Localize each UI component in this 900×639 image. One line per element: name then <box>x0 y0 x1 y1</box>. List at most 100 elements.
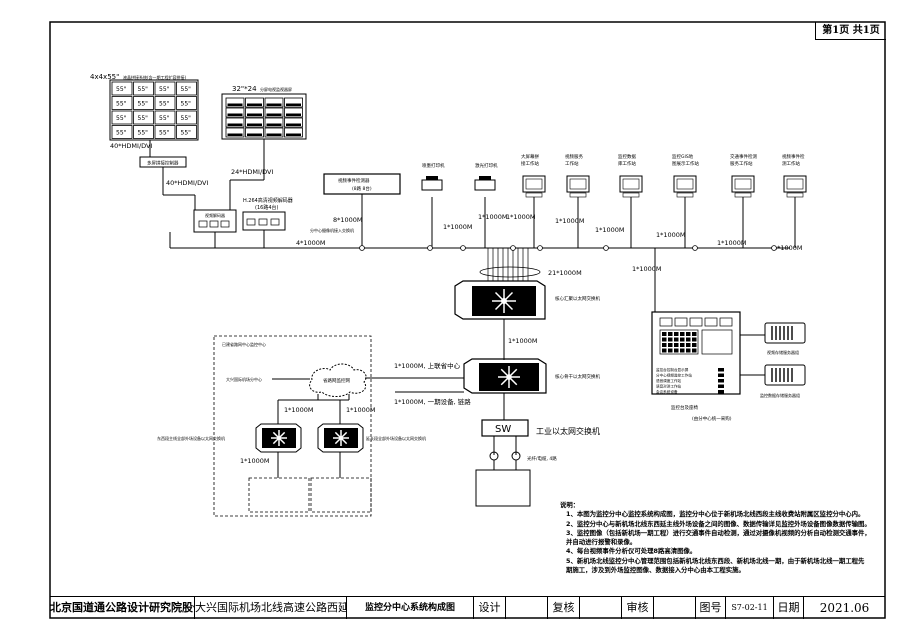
field-device-box <box>475 469 531 507</box>
console-key <box>659 317 673 327</box>
device-label: 喷墨打印机 <box>422 162 445 169</box>
wall-cell <box>133 81 154 96</box>
lcd-wall: 32"*24 分屏电视监视器屏 <box>221 85 307 140</box>
event-detector-sub: (8路 8台) <box>352 185 372 192</box>
wall-cell-label: 55" <box>138 86 149 93</box>
center-switch-label: 核心汇聚以太网交换机 <box>555 295 600 302</box>
video-wall-title: 液晶拼接系统(含一期工程扩容拼接) <box>123 74 187 80</box>
note-line: 2、监控分中心与新机场北线东西延主线外场设备之间的图像、数据传输详见监控外场设备… <box>566 519 871 528</box>
lcd-cell-bar <box>227 133 243 136</box>
wall-cell <box>176 81 197 96</box>
lcd-cell <box>284 117 303 128</box>
project-name: 大兴国际机场北线高速公路西延及东延工程 <box>195 597 347 619</box>
device-label-2: 接工作站 <box>521 160 539 167</box>
industrial-switch <box>481 419 529 437</box>
device-label: 大屏幕拼 <box>521 153 539 160</box>
device-0: 喷墨打印机 <box>421 162 445 248</box>
date-value: 2021.06 <box>819 601 870 615</box>
event-detector-speed: 8*1000M <box>333 216 363 224</box>
console-key <box>704 317 718 327</box>
device-label: 视频服务 <box>565 153 583 160</box>
bus-marker <box>510 245 516 251</box>
console-key <box>689 317 703 327</box>
cloud-network <box>309 363 367 397</box>
storage-server-2 <box>764 364 806 386</box>
console-sub-line: 分中心视频监控工作站 <box>656 373 692 378</box>
link-label-3: 1*1000M <box>506 213 536 221</box>
wall-cell-label: 55" <box>159 101 170 108</box>
wall-cell <box>154 125 176 139</box>
wall-cell <box>176 96 197 110</box>
note-line: 3、监控图像（包括新机场一期工程）进行交通事件自动检测，通过对摄像机视频的分析自… <box>566 528 871 537</box>
wall-cell-label: 55" <box>159 86 170 93</box>
lcd-cell-bar <box>286 123 301 126</box>
wall-cell-label: 55" <box>116 86 127 93</box>
remote-link-b: 1*1000M <box>346 406 376 414</box>
left-switch-label: 东西段主线全部外场设备以太网交换机 <box>157 435 225 441</box>
lcd-cell <box>245 117 264 128</box>
splice-controller-label: 多屏拼接控制器 <box>147 160 179 167</box>
upper-link-label: 1*1000M, 上联省中心 <box>394 361 461 370</box>
lcd-cell-bar <box>266 133 282 136</box>
wall-cell-label: 55" <box>116 130 127 137</box>
bus-marker <box>603 245 609 251</box>
lcd-cell <box>225 107 245 118</box>
wall-cell-label: 55" <box>159 115 170 122</box>
note-line: 1、本图为监控分中心监控系统构成图，监控分中心位于新机场北线西段主线收费站附属区… <box>566 510 865 519</box>
note-line: 5、新机场北线监控分中心管理范围包括新机场北线东西段、新机场北线一期，由于新机场… <box>566 556 865 565</box>
wall-cell-label: 55" <box>116 101 127 108</box>
remote-area <box>213 335 372 517</box>
core-switch <box>463 358 547 394</box>
video-wall: 55"55"55"55"55"55"55"55"55"55"55"55"55"5… <box>90 73 199 141</box>
wall-cell <box>133 96 154 110</box>
link-label-8: 1*1000M <box>773 244 803 252</box>
wall-cell-label: 55" <box>181 101 192 108</box>
storage-server-2-label: 监控数据存储服务器组 <box>760 392 800 398</box>
storage-server-1 <box>764 322 806 344</box>
lcd-cell-bar <box>227 103 243 106</box>
lcd-cell <box>245 107 264 118</box>
notes-block: 说明： 1、本图为监控分中心监控系统构成图，监控分中心位于新机场北线西段主线收费… <box>560 501 885 575</box>
wall-cell <box>154 96 176 110</box>
right-field-switch <box>317 423 364 453</box>
wall-cell <box>133 110 154 125</box>
bus-marker <box>460 245 466 251</box>
lcd-cell-bar <box>227 123 243 126</box>
decoder-label: 视频解码器 <box>205 212 225 218</box>
drawing-no: S7-02-11 <box>726 597 774 619</box>
page-indicator: 第1页 共1页 <box>815 22 886 40</box>
lcd-cell-bar <box>266 123 282 126</box>
device-label-2: 工作站 <box>565 160 579 167</box>
device-1: 激光打印机 <box>474 162 498 248</box>
wall-cell <box>133 125 154 139</box>
bus-marker <box>537 245 543 251</box>
link-label-1: 1*1000M <box>443 223 473 231</box>
lcd-cell-bar <box>286 103 301 106</box>
lcd-cell <box>284 127 303 138</box>
hdmi-label-3: 24*HDMI/DVI <box>231 168 273 176</box>
device-label: 交通事件检测 <box>730 153 757 160</box>
switch-hub <box>339 436 343 440</box>
bus-marker <box>427 245 433 251</box>
left-field-area <box>248 477 310 513</box>
notes-title: 说明： <box>560 501 580 509</box>
device-label-2: 图展示工作站 <box>672 160 699 167</box>
lcd-cell <box>284 97 303 108</box>
console-sub-line: 监控台控制台显示屏 <box>656 367 689 372</box>
lcd-cell <box>264 97 284 108</box>
lcd-cell-bar <box>247 103 262 106</box>
lcd-cell <box>284 107 303 118</box>
link-label-2: 1*1000M <box>478 213 508 221</box>
right-field-area <box>310 477 372 513</box>
wall-cell <box>176 110 197 125</box>
note-line: 并自动进行报警和录像。 <box>566 538 637 547</box>
signal-label: 光纤/电缆, 4路 <box>527 455 557 462</box>
device-label: 监控GIS地 <box>672 153 694 160</box>
switch-hub <box>277 436 281 440</box>
lcd-cell <box>225 127 245 138</box>
drawing-frame <box>49 21 886 619</box>
lcd-size: 32"*24 <box>232 85 257 93</box>
review-label: 复核 <box>548 597 580 619</box>
